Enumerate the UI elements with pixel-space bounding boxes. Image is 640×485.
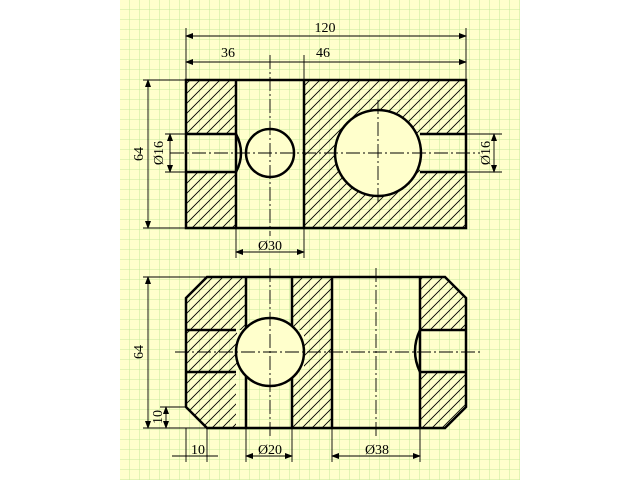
dim-text-right-bore: Ø38 [365, 443, 389, 458]
dim-text-36: 36 [221, 46, 235, 61]
bottom-view-hatch-middle [292, 277, 332, 428]
top-view-hatch-right [304, 80, 466, 228]
top-view-hatch-left [186, 80, 236, 228]
top-view-right-slot [420, 132, 466, 174]
dim-text-left-bore: Ø20 [258, 443, 282, 458]
dim-text-height-top: 64 [132, 147, 147, 161]
bottom-view: 64 10 10 Ø20 Ø38 [132, 268, 480, 462]
dim-text-small-bore: Ø30 [258, 239, 282, 254]
top-view: 120 36 46 64 Ø16 Ø16 Ø30 [132, 21, 502, 258]
dim-text-left-slot: Ø16 [152, 141, 167, 165]
dim-text-120: 120 [315, 21, 336, 36]
dim-text-46: 46 [316, 46, 330, 61]
dim-text-chamfer-vertical: 10 [151, 410, 166, 424]
bottom-view-hatch-left [186, 277, 246, 428]
bottom-view-right-slot [413, 328, 466, 374]
drawing-sheet: 120 36 46 64 Ø16 Ø16 Ø30 [120, 0, 520, 480]
top-view-outline [184, 78, 468, 230]
dim-text-chamfer-horizontal: 10 [191, 443, 205, 458]
bottom-view-outline [184, 275, 468, 430]
bottom-view-left-slot [186, 328, 236, 374]
dim-text-right-slot: Ø16 [479, 141, 494, 165]
dim-text-height-bottom: 64 [132, 345, 147, 359]
bottom-view-hatch-right [420, 277, 466, 428]
